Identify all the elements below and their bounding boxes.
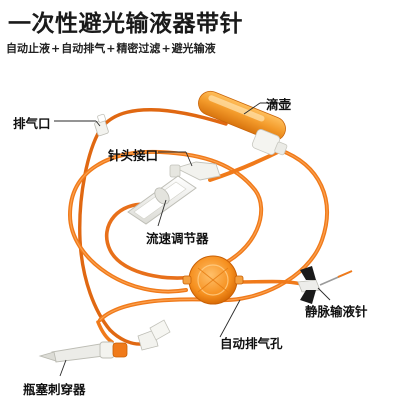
label-iv-needle: 静脉输液针 <box>305 304 368 319</box>
vent-port <box>94 113 109 137</box>
callout-lines <box>54 102 331 377</box>
drip-chamber <box>198 90 288 156</box>
iv-needle <box>297 266 353 304</box>
label-needle-connector: 针头接口 <box>108 148 159 163</box>
bottle-spike <box>38 319 171 363</box>
feature-item: 自动止液 <box>6 42 50 55</box>
feature-separator: + <box>161 42 171 55</box>
tubing <box>67 108 329 346</box>
precision-filter <box>182 255 244 305</box>
feature-separator: + <box>106 42 116 55</box>
needle-connector <box>169 161 221 181</box>
label-flow-regulator: 流速调节器 <box>146 231 209 246</box>
flow-regulator <box>127 175 197 225</box>
feature-list: 自动止液+自动排气+精密过滤+避光输液 <box>6 40 216 56</box>
label-bottle-spike: 瓶塞刺穿器 <box>23 382 86 397</box>
feature-item: 精密过滤 <box>116 42 161 55</box>
label-drip-chamber: 滴壶 <box>266 97 292 112</box>
feature-item: 避光输液 <box>171 42 216 55</box>
feature-item: 自动排气 <box>61 42 106 55</box>
label-vent-port: 排气口 <box>13 116 51 131</box>
label-auto-vent-hole: 自动排气孔 <box>220 336 283 351</box>
feature-separator: + <box>51 42 61 55</box>
page-title: 一次性避光输液器带针 <box>8 11 243 37</box>
